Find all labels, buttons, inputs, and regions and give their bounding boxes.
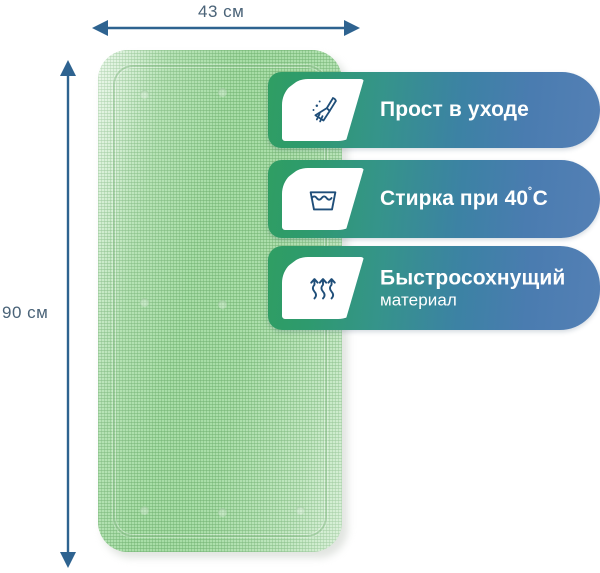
quick-dry-icon: [282, 257, 364, 319]
wash-tub-icon: [282, 168, 364, 230]
mat-drain-hole: [218, 300, 227, 309]
feature-title-main: Стирка при 40: [380, 187, 529, 211]
feature-badge-wash-temperature[interactable]: Стирка при 40˚С: [268, 160, 600, 238]
mat-drain-hole: [140, 298, 149, 307]
feature-badge-text: Прост в уходе: [380, 98, 529, 122]
feature-badge-text: Стирка при 40˚С: [380, 185, 548, 211]
product-image: [98, 50, 348, 558]
feature-title: Стирка при 40˚С: [380, 185, 548, 211]
mat-drain-hole: [218, 508, 227, 517]
mat-drain-hole: [140, 90, 149, 99]
mat-drain-hole: [140, 506, 149, 515]
feature-title: Прост в уходе: [380, 98, 529, 122]
width-dimension-label: 43 см: [198, 2, 245, 21]
height-dimension-arrow: [60, 60, 76, 568]
feature-title: Быстросохнущий: [380, 266, 566, 290]
mat-drain-hole: [218, 88, 227, 97]
brush-icon: [282, 79, 364, 141]
width-dimension-arrow: [92, 20, 360, 36]
degree-symbol: ˚: [528, 185, 533, 201]
feature-badge-text: Быстросохнущий материал: [380, 267, 565, 310]
feature-title-unit: С: [532, 187, 548, 211]
feature-badge-quick-dry[interactable]: Быстросохнущий материал: [268, 246, 600, 330]
feature-badge-easy-care[interactable]: Прост в уходе: [268, 72, 600, 148]
height-dimension-label: 90 см: [2, 303, 49, 322]
feature-subtitle: материал: [380, 290, 457, 310]
mat-drain-hole: [296, 506, 305, 515]
